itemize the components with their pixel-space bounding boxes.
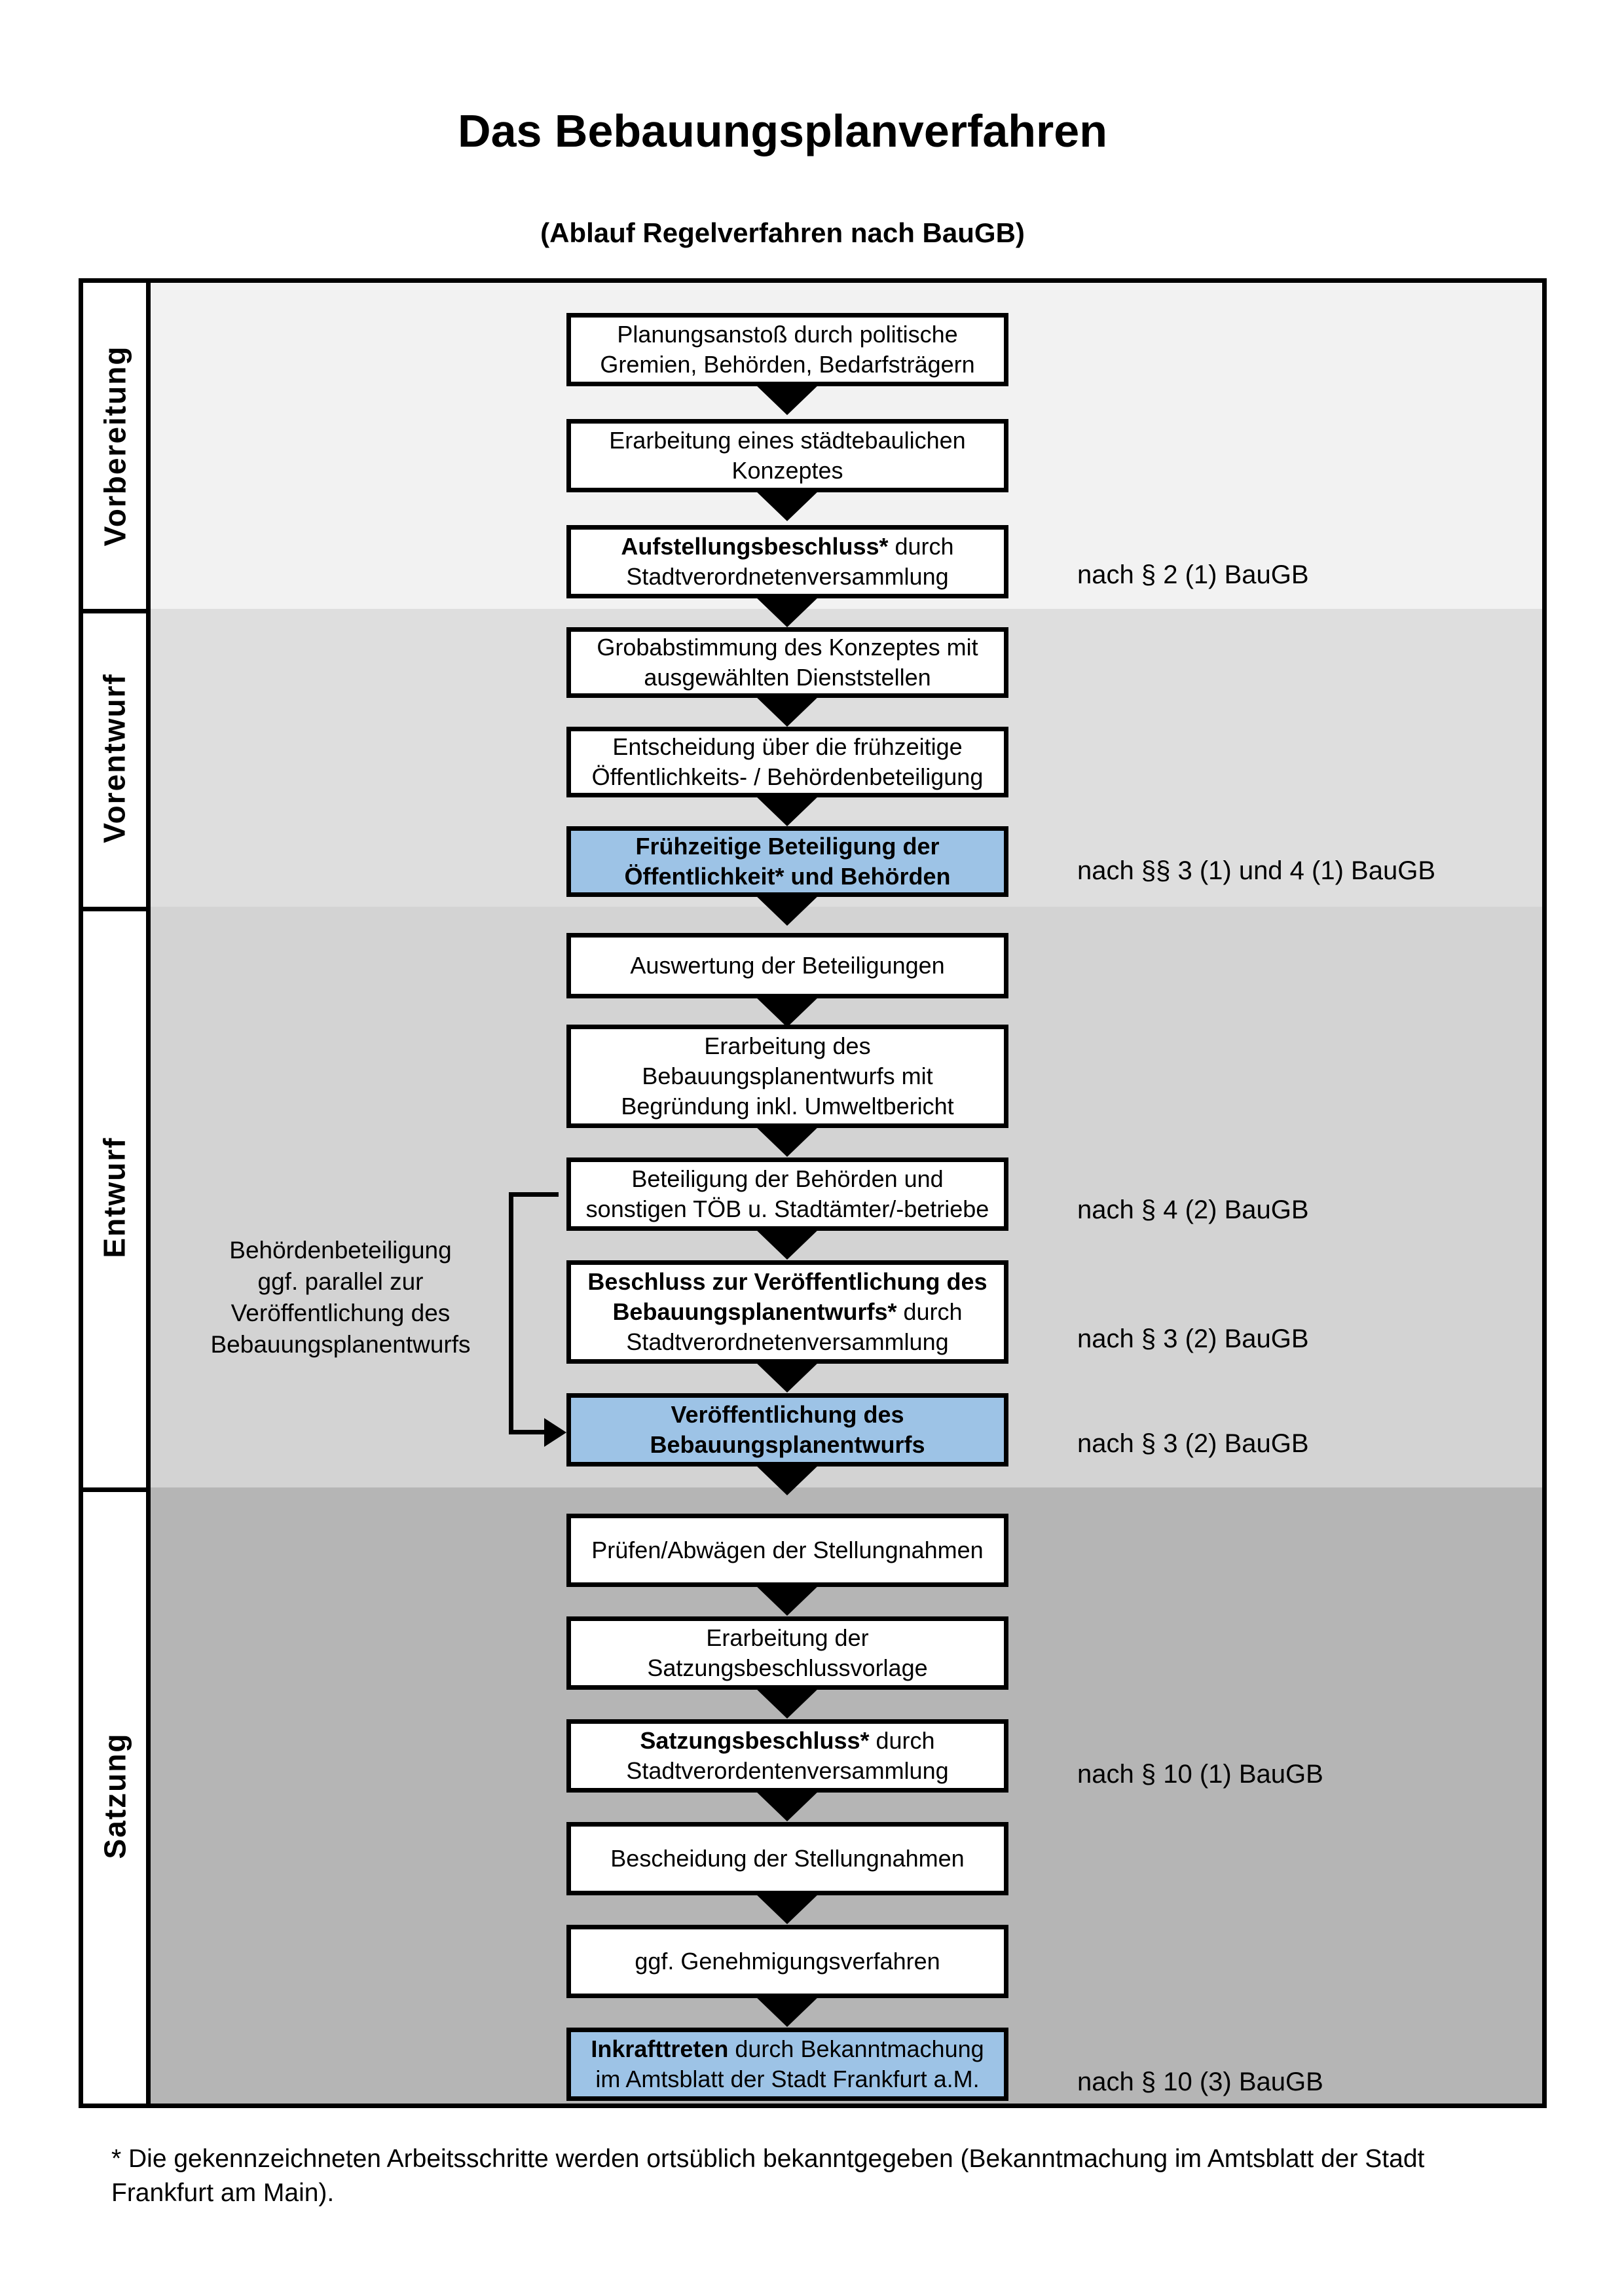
down-arrow-icon bbox=[753, 994, 821, 1027]
phase-label-entwurf: Entwurf bbox=[98, 1136, 132, 1258]
flow-step-planungsanstoss: Planungsanstoß durch politische Gremien,… bbox=[566, 313, 1008, 386]
phase-divider bbox=[83, 907, 151, 911]
flow-step-genehmigungsverfahren: ggf. Genehmigungsverfahren bbox=[566, 1925, 1008, 1998]
legal-ref-fruehzeitige-beteiligung: nach §§ 3 (1) und 4 (1) BauGB bbox=[1077, 856, 1435, 885]
legal-ref-veroeffentlichung: nach § 3 (2) BauGB bbox=[1077, 1429, 1309, 1458]
flow-step-entwurf-erarbeitung: Erarbeitung des Bebauungsplanentwurfs mi… bbox=[566, 1025, 1008, 1128]
legal-ref-aufstellungsbeschluss: nach § 2 (1) BauGB bbox=[1077, 560, 1309, 589]
down-arrow-icon bbox=[753, 793, 821, 826]
flow-step-entscheidung-beteiligung: Entscheidung über die frühzeitige Öffent… bbox=[566, 727, 1008, 797]
down-arrow-icon bbox=[753, 1463, 821, 1495]
down-arrow-icon bbox=[753, 1227, 821, 1260]
down-arrow-icon bbox=[753, 1891, 821, 1924]
down-arrow-icon bbox=[753, 1360, 821, 1393]
side-note: Behördenbeteiligung ggf. parallel zur Ve… bbox=[190, 1235, 491, 1360]
side-note-line: ggf. parallel zur bbox=[257, 1268, 424, 1295]
flow-step-grobabstimmung: Grobabstimmung des Konzeptes mit ausgewä… bbox=[566, 627, 1008, 698]
flow-step-konzept-erarbeitung: Erarbeitung eines städtebaulichen Konzep… bbox=[566, 419, 1008, 492]
footnote-line: Frankfurt am Main). bbox=[111, 2179, 335, 2207]
down-arrow-icon bbox=[753, 1789, 821, 1821]
legal-ref-satzungsbeschluss: nach § 10 (1) BauGB bbox=[1077, 1760, 1323, 1789]
page-title: Das Bebauungsplanverfahren bbox=[458, 105, 1107, 156]
phase-column bbox=[83, 283, 151, 2104]
legal-ref-inkrafttreten: nach § 10 (3) BauGB bbox=[1077, 2068, 1323, 2096]
page-subtitle: (Ablauf Regelverfahren nach BauGB) bbox=[540, 217, 1025, 248]
flow-step-veroeffentlichung: Veröffentlichung des Bebauungsplanentwur… bbox=[566, 1393, 1008, 1467]
down-arrow-icon bbox=[753, 1994, 821, 2027]
band-satzung bbox=[151, 1487, 1542, 2104]
down-arrow-icon bbox=[753, 594, 821, 627]
flow-step-fruehzeitige-beteiligung: Frühzeitige Beteiligung der Öffentlichke… bbox=[566, 826, 1008, 897]
flow-step-auswertung: Auswertung der Beteiligungen bbox=[566, 933, 1008, 998]
phase-label-satzung: Satzung bbox=[98, 1732, 132, 1859]
footnote-line: * Die gekennzeichneten Arbeitsschritte w… bbox=[111, 2145, 1425, 2173]
flow-step-veroeffentlichungs-beschluss: Beschluss zur Veröffentlichung des Bebau… bbox=[566, 1260, 1008, 1364]
down-arrow-icon bbox=[753, 1583, 821, 1616]
connector-vertical-line bbox=[509, 1192, 513, 1434]
side-note-line: Behördenbeteiligung bbox=[229, 1237, 452, 1264]
down-arrow-icon bbox=[753, 893, 821, 926]
phase-label-vorbereitung: Vorbereitung bbox=[98, 345, 132, 547]
phase-divider bbox=[83, 1487, 151, 1492]
connector-right-arrow-icon bbox=[544, 1418, 566, 1447]
legal-ref-behoerden-beteiligung: nach § 4 (2) BauGB bbox=[1077, 1195, 1309, 1224]
down-arrow-icon bbox=[753, 488, 821, 521]
flow-step-bescheidung: Bescheidung der Stellungnahmen bbox=[566, 1822, 1008, 1895]
legal-ref-veroeffentlichungs-beschluss: nach § 3 (2) BauGB bbox=[1077, 1324, 1309, 1353]
down-arrow-icon bbox=[753, 382, 821, 415]
flow-step-aufstellungsbeschluss: Aufstellungsbeschluss* durch Stadtverord… bbox=[566, 525, 1008, 598]
flow-step-behoerden-beteiligung: Beteiligung der Behörden und sonstigen T… bbox=[566, 1157, 1008, 1231]
side-note-line: Bebauungsplanentwurfs bbox=[210, 1331, 471, 1358]
flow-step-satzungsvorlage: Erarbeitung der Satzungsbeschlussvorlage bbox=[566, 1616, 1008, 1690]
flow-step-satzungsbeschluss: Satzungsbeschluss* durch Stadtverordente… bbox=[566, 1719, 1008, 1793]
connector-bottom-line bbox=[509, 1430, 545, 1434]
connector-top-line bbox=[509, 1192, 559, 1197]
footnote: * Die gekennzeichneten Arbeitsschritte w… bbox=[111, 2142, 1552, 2210]
down-arrow-icon bbox=[753, 1686, 821, 1719]
phase-divider bbox=[83, 609, 151, 613]
phase-label-vorentwurf: Vorentwurf bbox=[98, 672, 132, 843]
flow-step-inkrafttreten: Inkrafttreten durch Bekanntmachung im Am… bbox=[566, 2028, 1008, 2101]
flow-step-pruefen-abwaegen: Prüfen/Abwägen der Stellungnahmen bbox=[566, 1514, 1008, 1587]
side-note-line: Veröffentlichung des bbox=[231, 1300, 451, 1326]
down-arrow-icon bbox=[753, 1124, 821, 1157]
down-arrow-icon bbox=[753, 694, 821, 727]
